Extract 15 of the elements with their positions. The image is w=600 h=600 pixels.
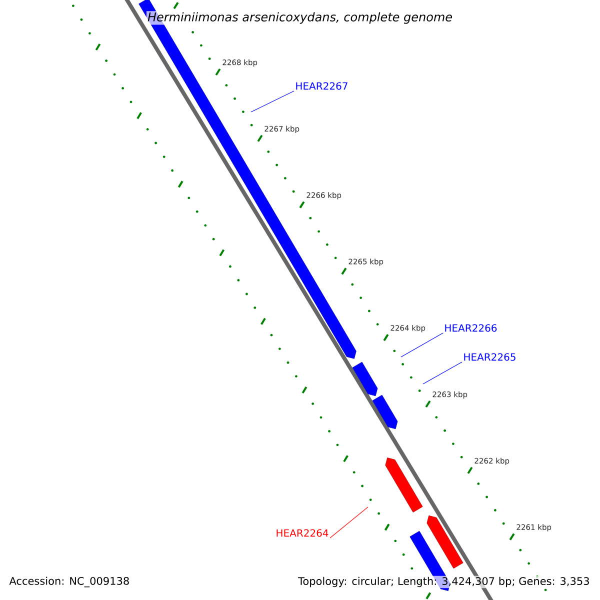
leader-line: [400, 332, 444, 358]
gene-label: HEAR2266: [445, 324, 497, 332]
leader-line: [250, 90, 294, 112]
gene-label: HEAR2265: [464, 353, 516, 361]
gene-label: HEAR2267: [296, 82, 348, 90]
gene-feature: [426, 515, 464, 569]
leader-line: [422, 362, 462, 384]
accession-text: Accession: NC_009138: [8, 576, 131, 588]
title: Herminiimonas arsenicoxydans, complete genome: [146, 11, 454, 25]
genome-info-text: Topology: circular; Length: 3,424,307 bp; Genes: 3,353: [297, 576, 591, 588]
gene-feature: [372, 394, 398, 430]
gene-feature: [352, 362, 378, 396]
gene-label: HEAR2264: [276, 529, 328, 537]
gene-feature: [385, 458, 423, 512]
leader-line: [330, 506, 368, 538]
